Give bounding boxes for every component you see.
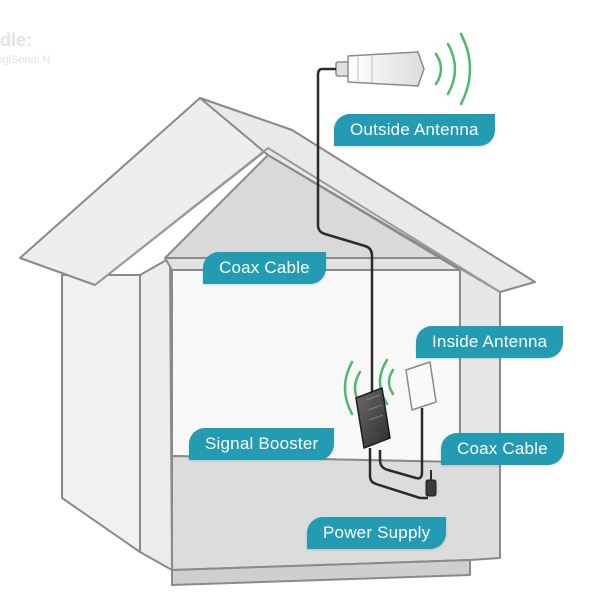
signal-booster-graphic <box>355 387 391 449</box>
house-floor <box>171 455 501 571</box>
label-outside-antenna: Outside Antenna <box>334 114 495 146</box>
label-coax-cable-top: Coax Cable <box>203 252 326 284</box>
label-signal-booster: Signal Booster <box>189 428 335 460</box>
roof-ridge-line <box>94 147 501 293</box>
label-power-supply: Power Supply <box>307 517 447 549</box>
outside-antenna-waves <box>434 32 472 106</box>
watermark-subtitle: igiSenal.N <box>0 54 51 66</box>
coax-cable-main <box>316 67 374 395</box>
roof-right <box>199 97 536 293</box>
inside-antenna-graphic <box>405 361 437 411</box>
coax-cable-inside <box>378 408 424 480</box>
house-floor-edge <box>171 559 471 586</box>
house-left-wall <box>61 274 141 553</box>
watermark-title: dle: <box>0 30 33 50</box>
outside-antenna-graphic <box>335 51 425 87</box>
label-inside-antenna: Inside Antenna <box>416 326 564 358</box>
power-plug-graphic <box>425 470 437 497</box>
house-front-wall <box>139 257 173 571</box>
label-coax-cable-right: Coax Cable <box>441 433 564 465</box>
power-cable <box>368 448 428 500</box>
